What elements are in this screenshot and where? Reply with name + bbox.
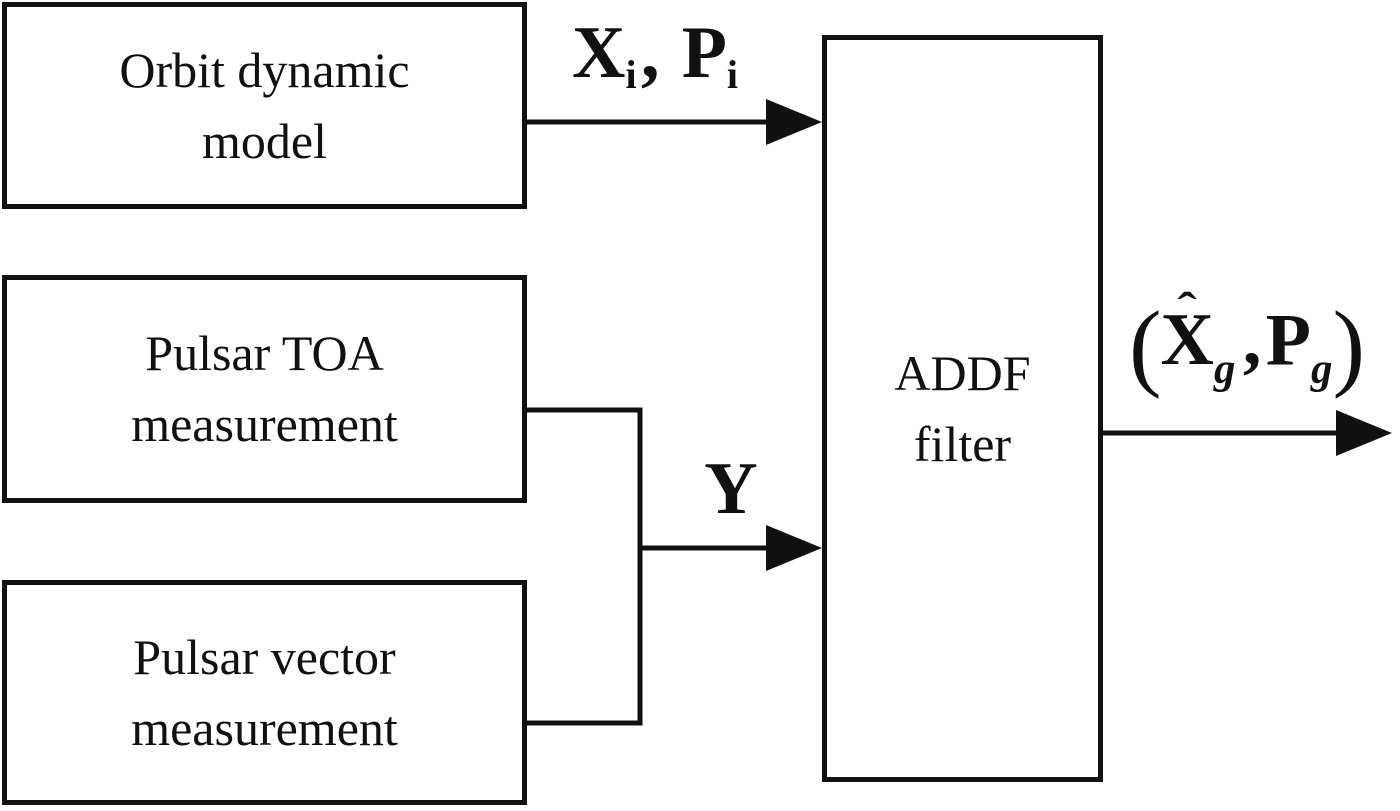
p-symbol: P <box>681 12 727 94</box>
x-symbol: X <box>572 12 626 94</box>
close-paren: ) <box>1332 292 1365 400</box>
addf-label-line2: filter <box>913 415 1012 472</box>
orbit-dynamic-model-box: Orbit dynamic model <box>2 2 527 209</box>
measurement-merge-connector <box>527 407 643 726</box>
x-subscript: i <box>625 52 637 98</box>
pulsar-vector-measurement-box: Pulsar vector measurement <box>2 580 527 805</box>
vector-label-line2: measurement <box>131 699 398 756</box>
state-input-arrow <box>527 99 822 145</box>
p-symbol: P <box>1265 299 1311 382</box>
addf-filter-label: ADDF filter <box>894 338 1030 480</box>
pulsar-toa-measurement-label: Pulsar TOA measurement <box>131 318 398 460</box>
comma: , <box>1242 299 1262 382</box>
orbit-label-line1: Orbit dynamic <box>119 41 410 98</box>
comma: , <box>641 12 660 94</box>
p-subscript: i <box>726 52 738 98</box>
measurement-input-arrow <box>640 525 822 571</box>
orbit-dynamic-model-label: Orbit dynamic model <box>119 35 409 177</box>
pulsar-toa-measurement-box: Pulsar TOA measurement <box>2 275 527 503</box>
orbit-label-line2: model <box>202 112 327 169</box>
x-subscript: g <box>1214 345 1236 393</box>
toa-label-line2: measurement <box>131 396 398 452</box>
p-subscript: g <box>1310 345 1333 393</box>
vector-label-line1: Pulsar vector <box>133 628 396 685</box>
hat-accent: ˆ <box>1177 282 1197 334</box>
state-covariance-input-label: Xi,Pi <box>527 16 783 95</box>
x-symbol: X <box>1160 299 1214 382</box>
pulsar-vector-measurement-label: Pulsar vector measurement <box>131 622 398 764</box>
y-symbol: Y <box>704 448 758 530</box>
addf-filter-box: ADDF filter <box>822 35 1103 782</box>
addf-label-line1: ADDF <box>894 344 1031 401</box>
output-arrow <box>1103 410 1392 456</box>
measurement-input-label: Y <box>640 452 822 526</box>
toa-label-line1: Pulsar TOA <box>145 325 384 381</box>
open-paren: ( <box>1128 292 1162 400</box>
